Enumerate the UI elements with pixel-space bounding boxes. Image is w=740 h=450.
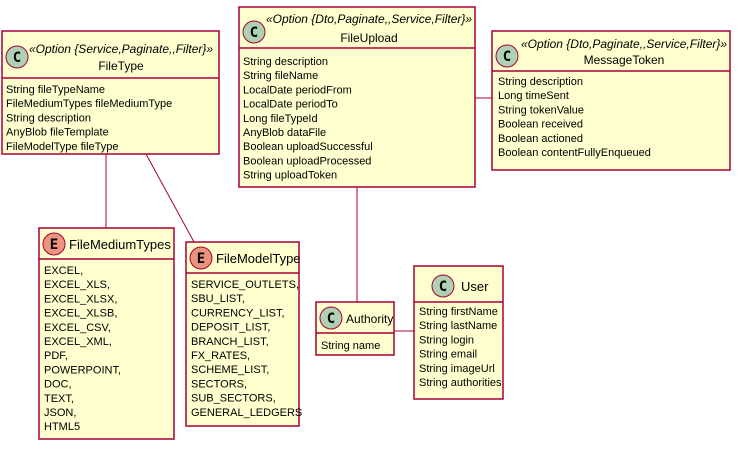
enum-badge-letter: E — [50, 237, 58, 253]
class-badge-icon — [319, 306, 343, 330]
class-badge-icon — [242, 20, 266, 44]
attribute-row: String tokenValue — [498, 104, 584, 116]
attribute-row: FileModelType fileType — [6, 141, 119, 153]
attribute-row: String uploadToken — [243, 170, 337, 182]
class-badge-letter: C — [327, 311, 335, 327]
attribute-row: CURRENCY_LIST, — [191, 307, 285, 319]
attribute-row: FileMediumTypes fileMediumType — [6, 98, 172, 110]
attribute-row: String name — [321, 340, 380, 352]
class-name: MessageToken — [584, 53, 665, 67]
attribute-row: FX_RATES, — [191, 350, 250, 362]
class-authority: C Authority String name — [315, 301, 395, 356]
attribute-row: EXCEL_XLSX, — [44, 293, 117, 305]
class-badge-icon — [431, 274, 455, 298]
class-badge-icon — [495, 44, 519, 68]
attribute-row: GENERAL_LEDGERS — [191, 407, 302, 419]
attribute-list: String name — [321, 340, 380, 352]
attribute-row: SBU_LIST, — [191, 293, 245, 305]
attribute-row: DOC, — [44, 379, 72, 391]
attribute-row: String fileTypeName — [6, 84, 105, 96]
class-name: User — [461, 279, 489, 294]
attribute-row: String description — [6, 112, 91, 124]
attribute-row: AnyBlob dataFile — [243, 127, 326, 139]
attribute-row: Boolean actioned — [498, 133, 583, 145]
attribute-row: LocalDate periodTo — [243, 99, 338, 111]
enum-badge-icon — [42, 232, 66, 256]
attribute-list: SERVICE_OUTLETS, SBU_LIST, CURRENCY_LIST, D… — [191, 279, 302, 419]
attribute-row: Boolean contentFullyEnqueued — [498, 147, 651, 159]
attribute-row: POWERPOINT, — [44, 364, 121, 376]
attribute-list: EXCEL, EXCEL_XLS, EXCEL_XLSX, EXCEL_XLSB, EX… — [44, 265, 121, 433]
attribute-row: EXCEL_XLS, — [44, 279, 110, 291]
attribute-row: EXCEL, — [44, 265, 83, 277]
class-fileupload: C «Option {Dto,Paginate,,Service,Filter}… — [238, 6, 476, 188]
attribute-row: String description — [498, 76, 583, 88]
attribute-row: String email — [419, 349, 477, 361]
class-badge-letter: C — [503, 49, 511, 65]
attribute-row: String description — [243, 56, 328, 68]
attribute-row: Long fileTypeId — [243, 113, 318, 125]
enum-name: FileMediumTypes — [69, 237, 171, 252]
class-messagetoken: C «Option {Dto,Paginate,,Service,Filter}… — [491, 30, 731, 171]
attribute-row: String lastName — [419, 320, 497, 332]
class-name: Authority — [346, 312, 393, 326]
class-stereotype: «Option {Service,Paginate,,Filter}» — [29, 42, 213, 56]
attribute-row: String authorities — [419, 377, 502, 389]
class-badge-letter: C — [250, 25, 258, 41]
attribute-row: SERVICE_OUTLETS, — [191, 279, 299, 291]
attribute-row: EXCEL_XLSB, — [44, 308, 117, 320]
attribute-row: JSON, — [44, 407, 76, 419]
attribute-row: String fileName — [243, 70, 318, 82]
attribute-row: EXCEL_CSV, — [44, 322, 111, 334]
class-filetype: C «Option {Service,Paginate,,Filter}» Fi… — [1, 30, 220, 155]
enum-filemediumtypes: E FileMediumTypes EXCEL, EXCEL_XLS, EXCEL_… — [38, 227, 175, 440]
class-name: FileUpload — [340, 31, 397, 45]
class-badge-letter: C — [13, 50, 21, 66]
attribute-row: Boolean uploadSuccessful — [243, 141, 373, 153]
attribute-row: Boolean received — [498, 119, 583, 131]
class-badge-icon — [5, 45, 29, 69]
attribute-row: TEXT, — [44, 393, 74, 405]
attribute-row: HTML5 — [44, 421, 80, 433]
class-name: FileType — [98, 59, 144, 73]
attribute-row: String firstName — [419, 306, 498, 318]
attribute-row: DEPOSIT_LIST, — [191, 322, 270, 334]
class-badge-letter: C — [439, 279, 447, 295]
attribute-row: BRANCH_LIST, — [191, 336, 269, 348]
attribute-row: EXCEL_XML, — [44, 336, 112, 348]
class-stereotype: «Option {Dto,Paginate,,Service,Filter}» — [266, 12, 472, 26]
attribute-row: Boolean uploadProcessed — [243, 155, 371, 167]
attribute-row: String imageUrl — [419, 363, 495, 375]
attribute-row: LocalDate periodFrom — [243, 84, 352, 96]
enum-name: FileModelType — [216, 251, 301, 266]
attribute-row: SUB_SECTORS, — [191, 393, 276, 405]
enum-badge-letter: E — [197, 251, 205, 267]
attribute-row: AnyBlob fileTemplate — [6, 127, 109, 139]
attribute-row: SECTORS, — [191, 378, 247, 390]
attribute-row: Long timeSent — [498, 90, 569, 102]
enum-filemodeltype: E FileModelType SERVICE_OUTLETS, SBU_LIST… — [185, 241, 302, 427]
attribute-row: String login — [419, 334, 474, 346]
enum-badge-icon — [189, 246, 213, 270]
attribute-row: PDF, — [44, 350, 68, 362]
class-stereotype: «Option {Dto,Paginate,,Service,Filter}» — [521, 37, 727, 51]
attribute-row: SCHEME_LIST, — [191, 364, 269, 376]
association-filetype-filemodeltype — [145, 153, 195, 243]
